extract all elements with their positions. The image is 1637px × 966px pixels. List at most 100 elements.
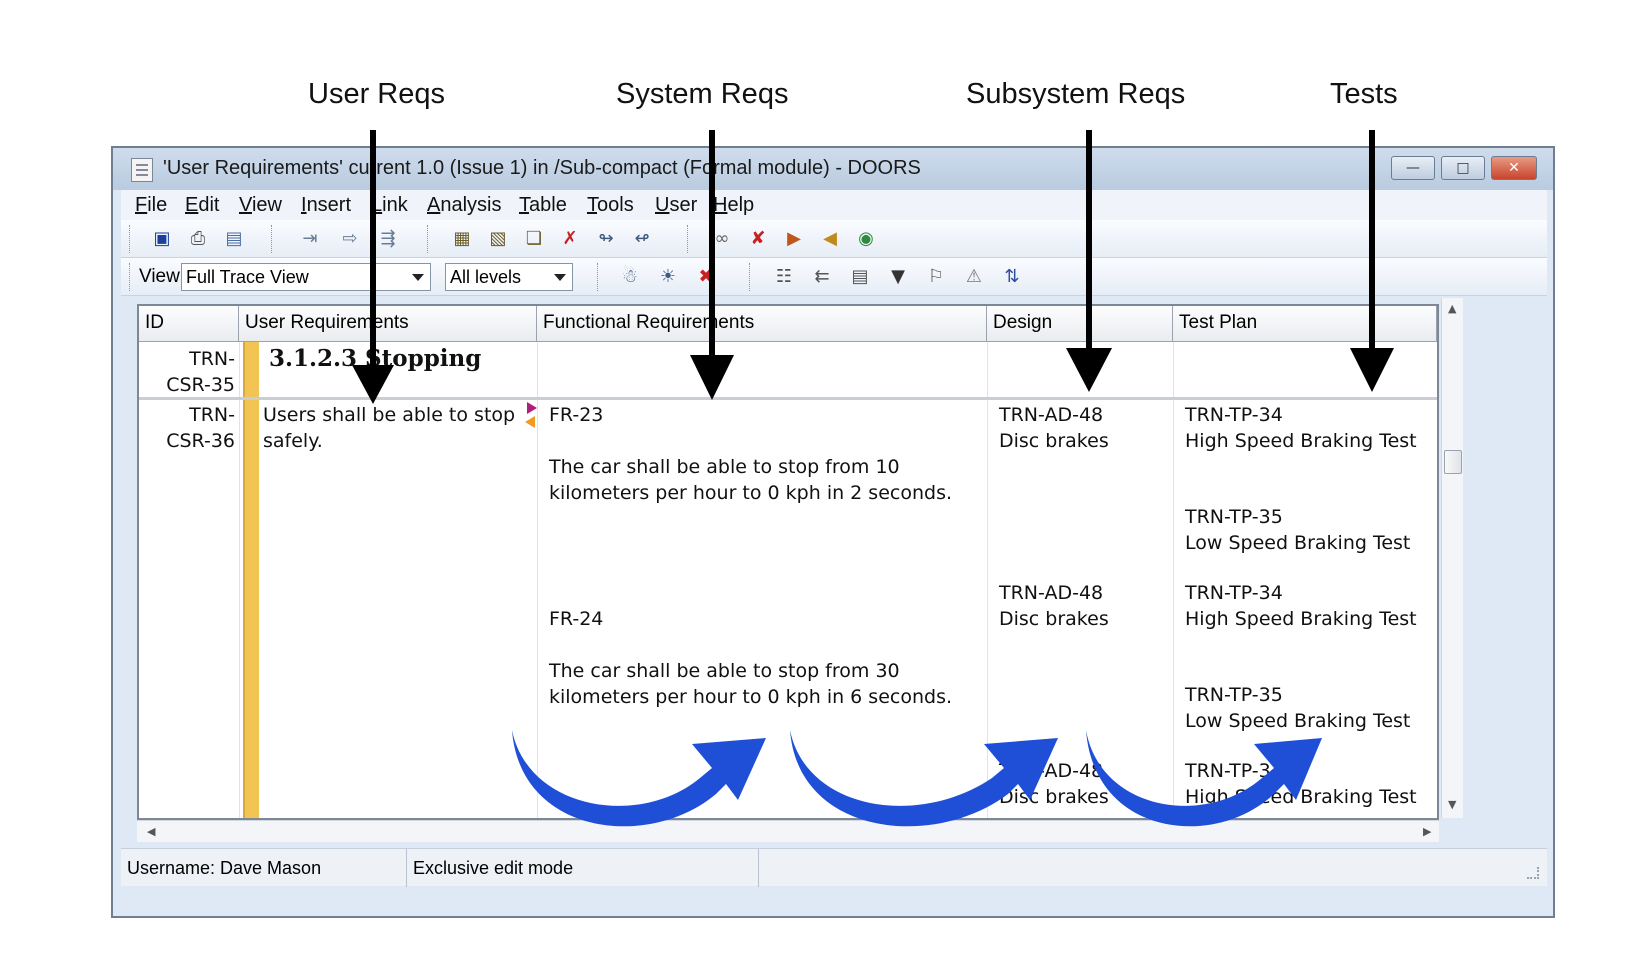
- title-bar[interactable]: 'User Requirements' current 1.0 (Issue 1…: [113, 148, 1553, 190]
- resize-grip-icon[interactable]: [1527, 867, 1539, 879]
- properties-icon[interactable]: ▤: [851, 266, 869, 287]
- test-name: Low Speed Braking Test: [1185, 710, 1411, 732]
- view-select[interactable]: Full Trace View: [181, 263, 431, 291]
- doors-window: 'User Requirements' current 1.0 (Issue 1…: [111, 146, 1555, 918]
- column-divider: [537, 342, 538, 818]
- test-plan-item[interactable]: TRN-TP-35 Low Speed Braking Test: [1185, 682, 1410, 734]
- menu-link[interactable]: Link: [371, 194, 408, 216]
- outline-icon[interactable]: ☷: [775, 266, 793, 287]
- globe-icon[interactable]: ◉: [858, 228, 874, 249]
- show-out-links-icon[interactable]: ☀: [659, 266, 677, 287]
- section-heading[interactable]: 3.1.2.3 Stopping: [269, 345, 482, 372]
- design-name: Disc brakes: [999, 786, 1109, 808]
- view-label: View: [139, 266, 180, 287]
- menu-view[interactable]: View: [239, 194, 282, 216]
- test-plan-item[interactable]: TRN-TP-35 Low Speed Braking Test: [1185, 504, 1410, 556]
- print-icon[interactable]: ⎙: [190, 228, 206, 249]
- toolbar-separator: [687, 225, 689, 253]
- scroll-left-icon[interactable]: ◀: [147, 825, 156, 838]
- view-toolbar: View Full Trace View All levels ☃ ☀ ✖ ☷ …: [121, 258, 1547, 296]
- functional-requirement-line: kilometers per hour to 0 kph in 2 second…: [549, 482, 953, 504]
- column-divider: [239, 342, 240, 818]
- column-header-test-plan[interactable]: Test Plan: [1173, 306, 1437, 342]
- maximize-button[interactable]: □: [1441, 156, 1485, 180]
- sort-icon[interactable]: ⇅: [1004, 266, 1020, 287]
- scroll-up-icon[interactable]: ▲: [1448, 302, 1457, 315]
- design-id: TRN-AD-48: [999, 582, 1104, 604]
- menu-edit[interactable]: Edit: [185, 194, 220, 216]
- annotation-subsystem-reqs: Subsystem Reqs: [966, 78, 1186, 110]
- delete-link-icon[interactable]: ✘: [750, 228, 766, 249]
- menu-user[interactable]: User: [655, 194, 698, 216]
- functional-requirement-text[interactable]: The car shall be able to stop from 30 ki…: [549, 658, 952, 710]
- print-preview-icon[interactable]: ▤: [225, 228, 243, 249]
- user-requirement-text[interactable]: Users shall be able to stop safely.: [263, 402, 515, 454]
- design-item[interactable]: TRN-AD-48 Disc brakes: [999, 402, 1109, 454]
- tree-icon[interactable]: ⇇: [814, 266, 830, 287]
- new-object-icon[interactable]: ▦: [453, 228, 471, 249]
- status-username: Username: Dave Mason: [121, 849, 407, 887]
- levels-select[interactable]: All levels: [445, 263, 573, 291]
- test-plan-item[interactable]: TRN-TP-34 High Speed Braking Test: [1185, 758, 1417, 810]
- test-plan-item[interactable]: TRN-TP-34 High Speed Braking Test: [1185, 402, 1417, 454]
- menu-file[interactable]: File: [135, 194, 168, 216]
- functional-requirement-id[interactable]: FR-23: [549, 404, 604, 426]
- new-child-icon[interactable]: ▧: [489, 228, 507, 249]
- test-name: High Speed Braking Test: [1185, 608, 1417, 630]
- functional-requirement-line: The car shall be able to stop from 30: [549, 660, 900, 682]
- user-requirement-line: safely.: [263, 430, 323, 452]
- row-separator: [139, 397, 1437, 400]
- user-requirement-line: Users shall be able to stop: [263, 404, 516, 426]
- insert-column-icon[interactable]: ⇶: [380, 228, 396, 249]
- chevron-down-icon: [412, 274, 424, 281]
- test-plan-item[interactable]: TRN-TP-34 High Speed Braking Test: [1185, 580, 1417, 632]
- menu-bar: File Edit View Insert Link Analysis Tabl…: [121, 190, 1547, 220]
- design-item[interactable]: TRN-AD-48 Disc brakes: [999, 580, 1109, 632]
- test-id: TRN-TP-35: [1185, 684, 1283, 706]
- view-select-value: Full Trace View: [186, 267, 309, 287]
- menu-analysis[interactable]: Analysis: [427, 194, 502, 216]
- copy-object-icon[interactable]: ❏: [525, 228, 543, 249]
- filter-icon[interactable]: ▼: [891, 266, 905, 287]
- column-header-id[interactable]: ID: [139, 306, 239, 342]
- close-button[interactable]: ✕: [1491, 156, 1537, 180]
- minimize-button[interactable]: —: [1391, 156, 1435, 180]
- row-id[interactable]: TRN- CSR-36: [149, 402, 235, 454]
- functional-requirement-id[interactable]: FR-24: [549, 608, 604, 630]
- row-id[interactable]: TRN- CSR-35: [149, 346, 235, 398]
- vertical-scrollbar[interactable]: ▲ ▼: [1441, 298, 1463, 818]
- link-icon[interactable]: ∞: [714, 228, 730, 249]
- link-end-icon[interactable]: ◀: [823, 228, 837, 249]
- toolbar-separator: [427, 225, 429, 253]
- scroll-down-icon[interactable]: ▼: [1448, 798, 1457, 811]
- module-icon: [131, 158, 153, 182]
- save-icon[interactable]: ▣: [153, 228, 171, 249]
- horizontal-scrollbar[interactable]: ◀ ▶: [137, 820, 1439, 842]
- insert-object-icon[interactable]: ⇥: [302, 228, 318, 249]
- delete-object-icon[interactable]: ✗: [562, 228, 578, 249]
- status-bar: Username: Dave Mason Exclusive edit mode: [121, 848, 1547, 887]
- annotation-tests: Tests: [1330, 78, 1398, 110]
- link-start-icon[interactable]: ▶: [787, 228, 801, 249]
- in-link-icon[interactable]: [525, 416, 535, 428]
- out-link-icon[interactable]: [527, 402, 537, 414]
- design-item[interactable]: TRN-AD-48 Disc brakes: [999, 758, 1109, 810]
- column-header-functional-requirements[interactable]: Functional Requirements: [537, 306, 987, 342]
- hide-links-icon[interactable]: ✖: [698, 266, 714, 287]
- menu-tools[interactable]: Tools: [587, 194, 634, 216]
- clear-filter-icon[interactable]: ⚠: [965, 266, 983, 287]
- menu-help[interactable]: Help: [713, 194, 755, 216]
- filter-toggle-icon[interactable]: ⚐: [927, 266, 945, 287]
- column-header-design[interactable]: Design: [987, 306, 1173, 342]
- promote-icon[interactable]: ↬: [598, 228, 614, 249]
- demote-icon[interactable]: ↫: [634, 228, 650, 249]
- menu-table[interactable]: Table: [519, 194, 567, 216]
- functional-requirement-text[interactable]: The car shall be able to stop from 10 ki…: [549, 454, 952, 506]
- column-header-user-requirements[interactable]: User Requirements: [239, 306, 537, 342]
- show-in-links-icon[interactable]: ☃: [621, 266, 639, 287]
- menu-insert[interactable]: Insert: [301, 194, 352, 216]
- test-id: TRN-TP-34: [1185, 760, 1283, 782]
- scroll-right-icon[interactable]: ▶: [1423, 825, 1432, 838]
- vertical-scroll-thumb[interactable]: [1444, 450, 1462, 474]
- insert-below-icon[interactable]: ⇨: [342, 228, 358, 249]
